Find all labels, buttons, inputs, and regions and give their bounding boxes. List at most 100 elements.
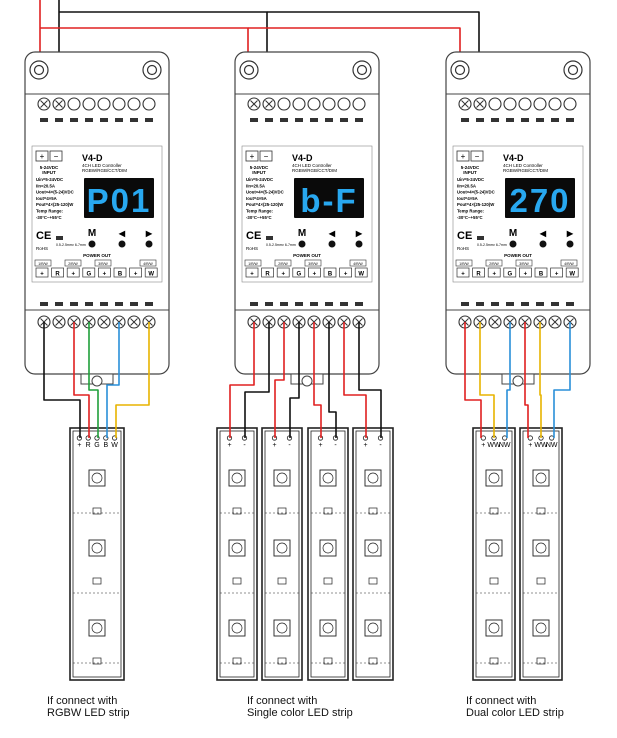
din-clip-ring xyxy=(301,375,313,387)
lcd-readout: b-F xyxy=(300,182,357,219)
channel-tag xyxy=(455,259,473,267)
vent-slot xyxy=(280,302,288,306)
controller-subtitle: 4CH LED Controller xyxy=(82,163,122,168)
spec-line: Iout=4×5A xyxy=(36,196,57,201)
output-label: B xyxy=(118,272,123,278)
led-lens xyxy=(367,472,379,484)
vent-slot xyxy=(85,118,93,122)
channel-tag xyxy=(139,259,157,267)
vent-slot xyxy=(70,118,78,122)
resistor xyxy=(536,657,546,665)
strip-pad-label: - xyxy=(379,442,382,449)
vent-slot xyxy=(85,302,93,306)
spec-line: -30°C~+55°C xyxy=(457,215,483,220)
mount-hole-inner xyxy=(356,64,368,76)
input-label: INPUT xyxy=(252,170,266,175)
led-lens xyxy=(276,472,288,484)
right-button xyxy=(355,240,363,248)
input-terminal xyxy=(488,97,502,111)
input-plus-box xyxy=(245,150,259,162)
output-label: G xyxy=(86,272,91,278)
din-clip-ring xyxy=(512,375,524,387)
rohs-label: RoHS xyxy=(36,246,48,251)
input-terminal xyxy=(322,97,336,111)
input-minus-sign: − xyxy=(54,152,59,161)
output-label-box xyxy=(472,267,485,278)
left-button xyxy=(539,240,547,248)
vent-slot xyxy=(491,118,499,122)
vent-slot xyxy=(310,118,318,122)
spec-line: Iout=4×5A xyxy=(457,196,478,201)
led-lens xyxy=(276,542,288,554)
vent-slot xyxy=(70,302,78,306)
mount-hole-inner xyxy=(567,64,579,76)
controller-modes: RGBW/RGB/CCT/DIM xyxy=(292,168,337,173)
spec-line: Uout=4×(5-24)VDC xyxy=(457,190,495,195)
terminal-screw xyxy=(55,100,63,108)
mode-button xyxy=(298,240,306,248)
output-label-box xyxy=(487,267,501,278)
terminal-screw xyxy=(130,318,138,326)
led-lens xyxy=(231,542,243,554)
channel-tag-text: 2/R/W xyxy=(489,262,499,266)
input-minus-box xyxy=(259,150,273,162)
vent-slot xyxy=(115,302,123,306)
resistor xyxy=(323,657,333,665)
spec-line: Iout=4×5A xyxy=(246,196,267,201)
strip-pad-label: + xyxy=(481,442,485,449)
vent-slot xyxy=(145,118,153,122)
output-label: + xyxy=(555,272,559,278)
input-terminal xyxy=(142,97,156,111)
vent-slot xyxy=(325,118,333,122)
led-lens xyxy=(231,472,243,484)
led-lens xyxy=(276,622,288,634)
input-terminal xyxy=(277,97,291,111)
spec-line: Pout=4×(25-120)W xyxy=(246,202,284,207)
output-label: + xyxy=(40,272,44,278)
output-label: W xyxy=(148,272,154,278)
channel-tag xyxy=(274,259,292,267)
output-label-box xyxy=(354,267,368,278)
caption-single-line2: Single color LED strip xyxy=(247,707,353,719)
output-label-box xyxy=(144,267,158,278)
strip-pad-label: WW xyxy=(487,442,501,449)
vent-slot xyxy=(506,302,514,306)
vent-slot xyxy=(506,118,514,122)
channel-tag-text: 3/R/W xyxy=(98,262,108,266)
spec-line: Temp Range: xyxy=(246,209,273,214)
resistor xyxy=(489,507,499,515)
input-terminal xyxy=(127,97,141,111)
wire-rgbw-g xyxy=(88,322,99,438)
strip-pad-label: WW xyxy=(534,442,548,449)
output-label-box xyxy=(292,267,306,278)
output-label: + xyxy=(71,272,75,278)
terminal-screw xyxy=(40,100,48,108)
vent-slot xyxy=(551,302,559,306)
channel-tag xyxy=(560,259,578,267)
input-voltage-label: 5-24VDC xyxy=(250,165,269,170)
vent-slot xyxy=(521,302,529,306)
output-label-box xyxy=(129,267,142,278)
wire-single-1-plus xyxy=(229,322,255,438)
input-terminal xyxy=(82,97,96,111)
channel-tag xyxy=(304,259,322,267)
resistor xyxy=(232,577,242,585)
vent-slot xyxy=(340,118,348,122)
din-clip-ring xyxy=(91,375,103,387)
channel-tag-text: 3/R/W xyxy=(308,262,318,266)
power-out-label: POWER OUT xyxy=(293,253,321,258)
left-button xyxy=(118,240,126,248)
strip-pad-label: - xyxy=(334,442,337,449)
channel-tag-text: 4/R/W xyxy=(143,262,153,266)
vent-slot xyxy=(55,118,63,122)
channel-tag-text: 2/R/W xyxy=(68,262,78,266)
button-label: ◀ xyxy=(539,229,547,238)
vent-slot xyxy=(40,118,48,122)
spec-line: Uout=4×(5-24)VDC xyxy=(36,190,74,195)
vent-slot xyxy=(461,118,469,122)
output-label-box xyxy=(51,267,64,278)
